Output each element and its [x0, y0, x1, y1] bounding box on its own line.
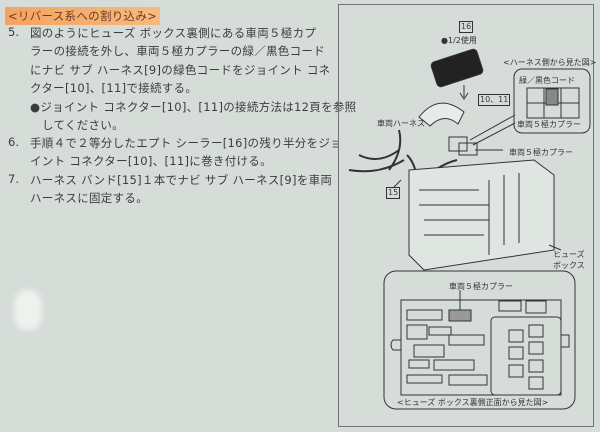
- note-text: してください。: [42, 118, 124, 132]
- installation-diagram: [348, 48, 591, 410]
- front-view-caption: <ヒューズ ボックス裏側正面から見た図>: [397, 398, 549, 407]
- figure-panel: 16 ●1/2使用 <ハーネス側から見た図> 緑／黒色コード 車両５極カプラー …: [338, 4, 597, 427]
- step-text: 手順４で２等分したエプト シーラー[16]の残り半分をジョ: [30, 136, 342, 150]
- inset-coupler-label: 車両５極カプラー: [517, 120, 581, 129]
- parts-10-11-label: 10、11: [478, 94, 511, 106]
- step-text: クター[10]、[11]で接続する。: [30, 81, 198, 95]
- step-text: イント コネクター[10]、[11]に巻き付ける。: [30, 154, 272, 168]
- green-black-cord-label: 緑／黒色コード: [519, 76, 575, 85]
- vehicle-harness-label: 車両ハーネス: [377, 119, 425, 128]
- note-text: ●ジョイント コネクター[10]、[11]の接続方法は12頁を参照: [30, 100, 357, 114]
- part-15-label: 15: [386, 187, 401, 199]
- front-coupler-label: 車両５極カプラー: [449, 282, 513, 291]
- step-text: ラーの接続を外し、車両５極カプラーの緑／黒色コード: [30, 44, 325, 58]
- part-16-note: ●1/2使用: [441, 36, 477, 45]
- step-text: ハーネスに固定する。: [30, 191, 148, 205]
- fuse-box-label: ヒューズ: [553, 250, 585, 259]
- photo-glare: [14, 290, 42, 330]
- section-heading: <リバース系への割り込み>: [5, 7, 161, 25]
- harness-view-title: <ハーネス側から見た図>: [503, 58, 597, 67]
- fuse-box-label: ボックス: [553, 261, 585, 270]
- step-text: 図のようにヒューズ ボックス裏側にある車両５極カプ: [30, 26, 317, 40]
- coupler-label: 車両５極カプラー: [509, 148, 573, 157]
- step-number: 7.: [8, 172, 19, 186]
- step-text: ハーネス バンド[15]１本でナビ サブ ハーネス[9]を車両: [30, 173, 333, 187]
- part-16-label: 16: [459, 21, 474, 33]
- step-number: 6.: [8, 135, 19, 149]
- step-text: にナビ サブ ハーネス[9]の緑色コードをジョイント コネ: [30, 63, 331, 77]
- step-number: 5.: [8, 25, 19, 39]
